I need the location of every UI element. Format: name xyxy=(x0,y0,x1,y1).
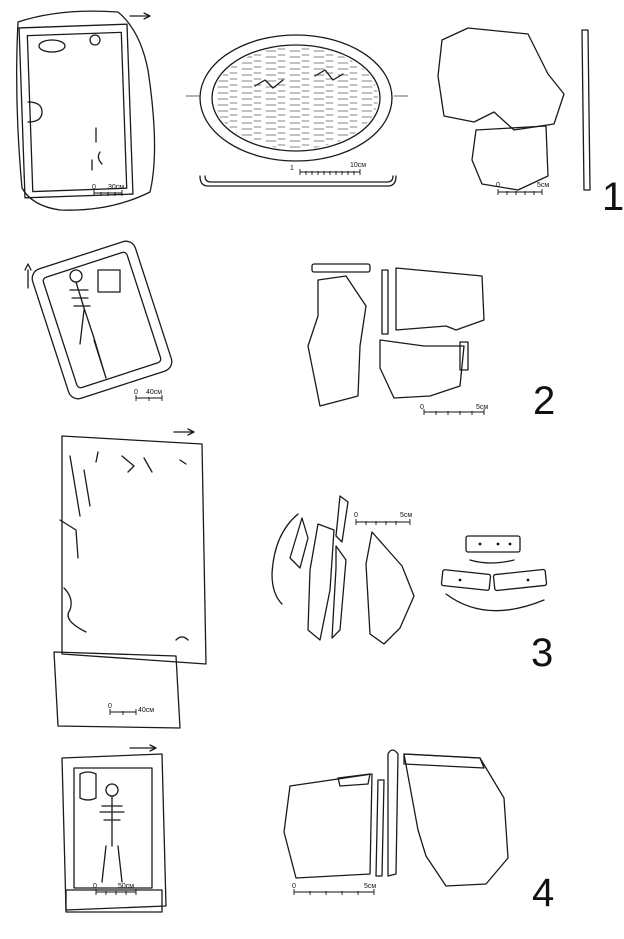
scale-zero: 0 xyxy=(354,512,358,519)
scale-bar-1b: 1 10см xyxy=(290,162,366,175)
grave-plan-2: 0 40см xyxy=(24,240,173,401)
scale-label: 40см xyxy=(138,707,154,714)
scale-bar-3b: 0 5см xyxy=(354,512,412,525)
scale-zero: 0 xyxy=(93,883,97,890)
scale-label: 10см xyxy=(350,162,366,169)
wood-fragments-2: 0 5см xyxy=(307,263,488,415)
wood-fragments-1: 0 5см xyxy=(437,27,591,195)
wooden-dish: 1 10см xyxy=(185,34,409,187)
scale-label: 40см xyxy=(146,389,162,396)
scale-label: 5см xyxy=(537,182,549,189)
scale-bar-2a: 0 40см xyxy=(134,389,163,401)
grave-plan-3: 0 40см xyxy=(53,428,207,729)
figure-number-1: 1 xyxy=(602,175,624,219)
scale-label: 5см xyxy=(476,404,488,411)
scale-zero: 0 xyxy=(134,389,138,396)
row-2: 0 40см 0 5см 2 xyxy=(24,240,555,423)
figure-number-2: 2 xyxy=(533,379,555,423)
row-1: 0 30см 1 10см 0 xyxy=(16,10,624,219)
scale-label: 5см xyxy=(400,512,412,519)
scale-bar-4a: 0 50см xyxy=(93,883,137,895)
grave-plan-1: 0 30см xyxy=(16,10,156,211)
scale-label: 30см xyxy=(108,184,124,191)
scale-zero: 0 xyxy=(108,703,112,710)
grave-plan-4: 0 50см xyxy=(61,744,167,913)
scale-bar-2b: 0 5см xyxy=(420,404,488,415)
scale-zero: 0 xyxy=(420,404,424,411)
scale-label: 5см xyxy=(364,883,376,890)
wood-fragments-4: 0 5см xyxy=(283,749,509,895)
figure-number-3: 3 xyxy=(531,631,553,675)
scale-bar-1c: 0 5см xyxy=(496,182,549,195)
scale-zero: 0 xyxy=(292,883,296,890)
scale-zero: 1 xyxy=(290,165,294,172)
row-4: 0 50см 0 5см 4 xyxy=(61,744,554,915)
scale-zero: 0 xyxy=(92,184,96,191)
scale-bar-4b: 0 5см xyxy=(292,883,376,895)
scale-label: 50см xyxy=(118,883,134,890)
leather-strips-3 xyxy=(440,535,548,612)
scale-zero: 0 xyxy=(496,182,500,189)
row-3: 0 40см 0 5см 3 xyxy=(53,428,553,729)
scale-bar-3a: 0 40см xyxy=(108,703,154,715)
figure-number-4: 4 xyxy=(532,871,554,915)
wood-fragments-3: 0 5см xyxy=(271,495,415,645)
scale-bar-1a: 0 30см xyxy=(92,184,124,196)
